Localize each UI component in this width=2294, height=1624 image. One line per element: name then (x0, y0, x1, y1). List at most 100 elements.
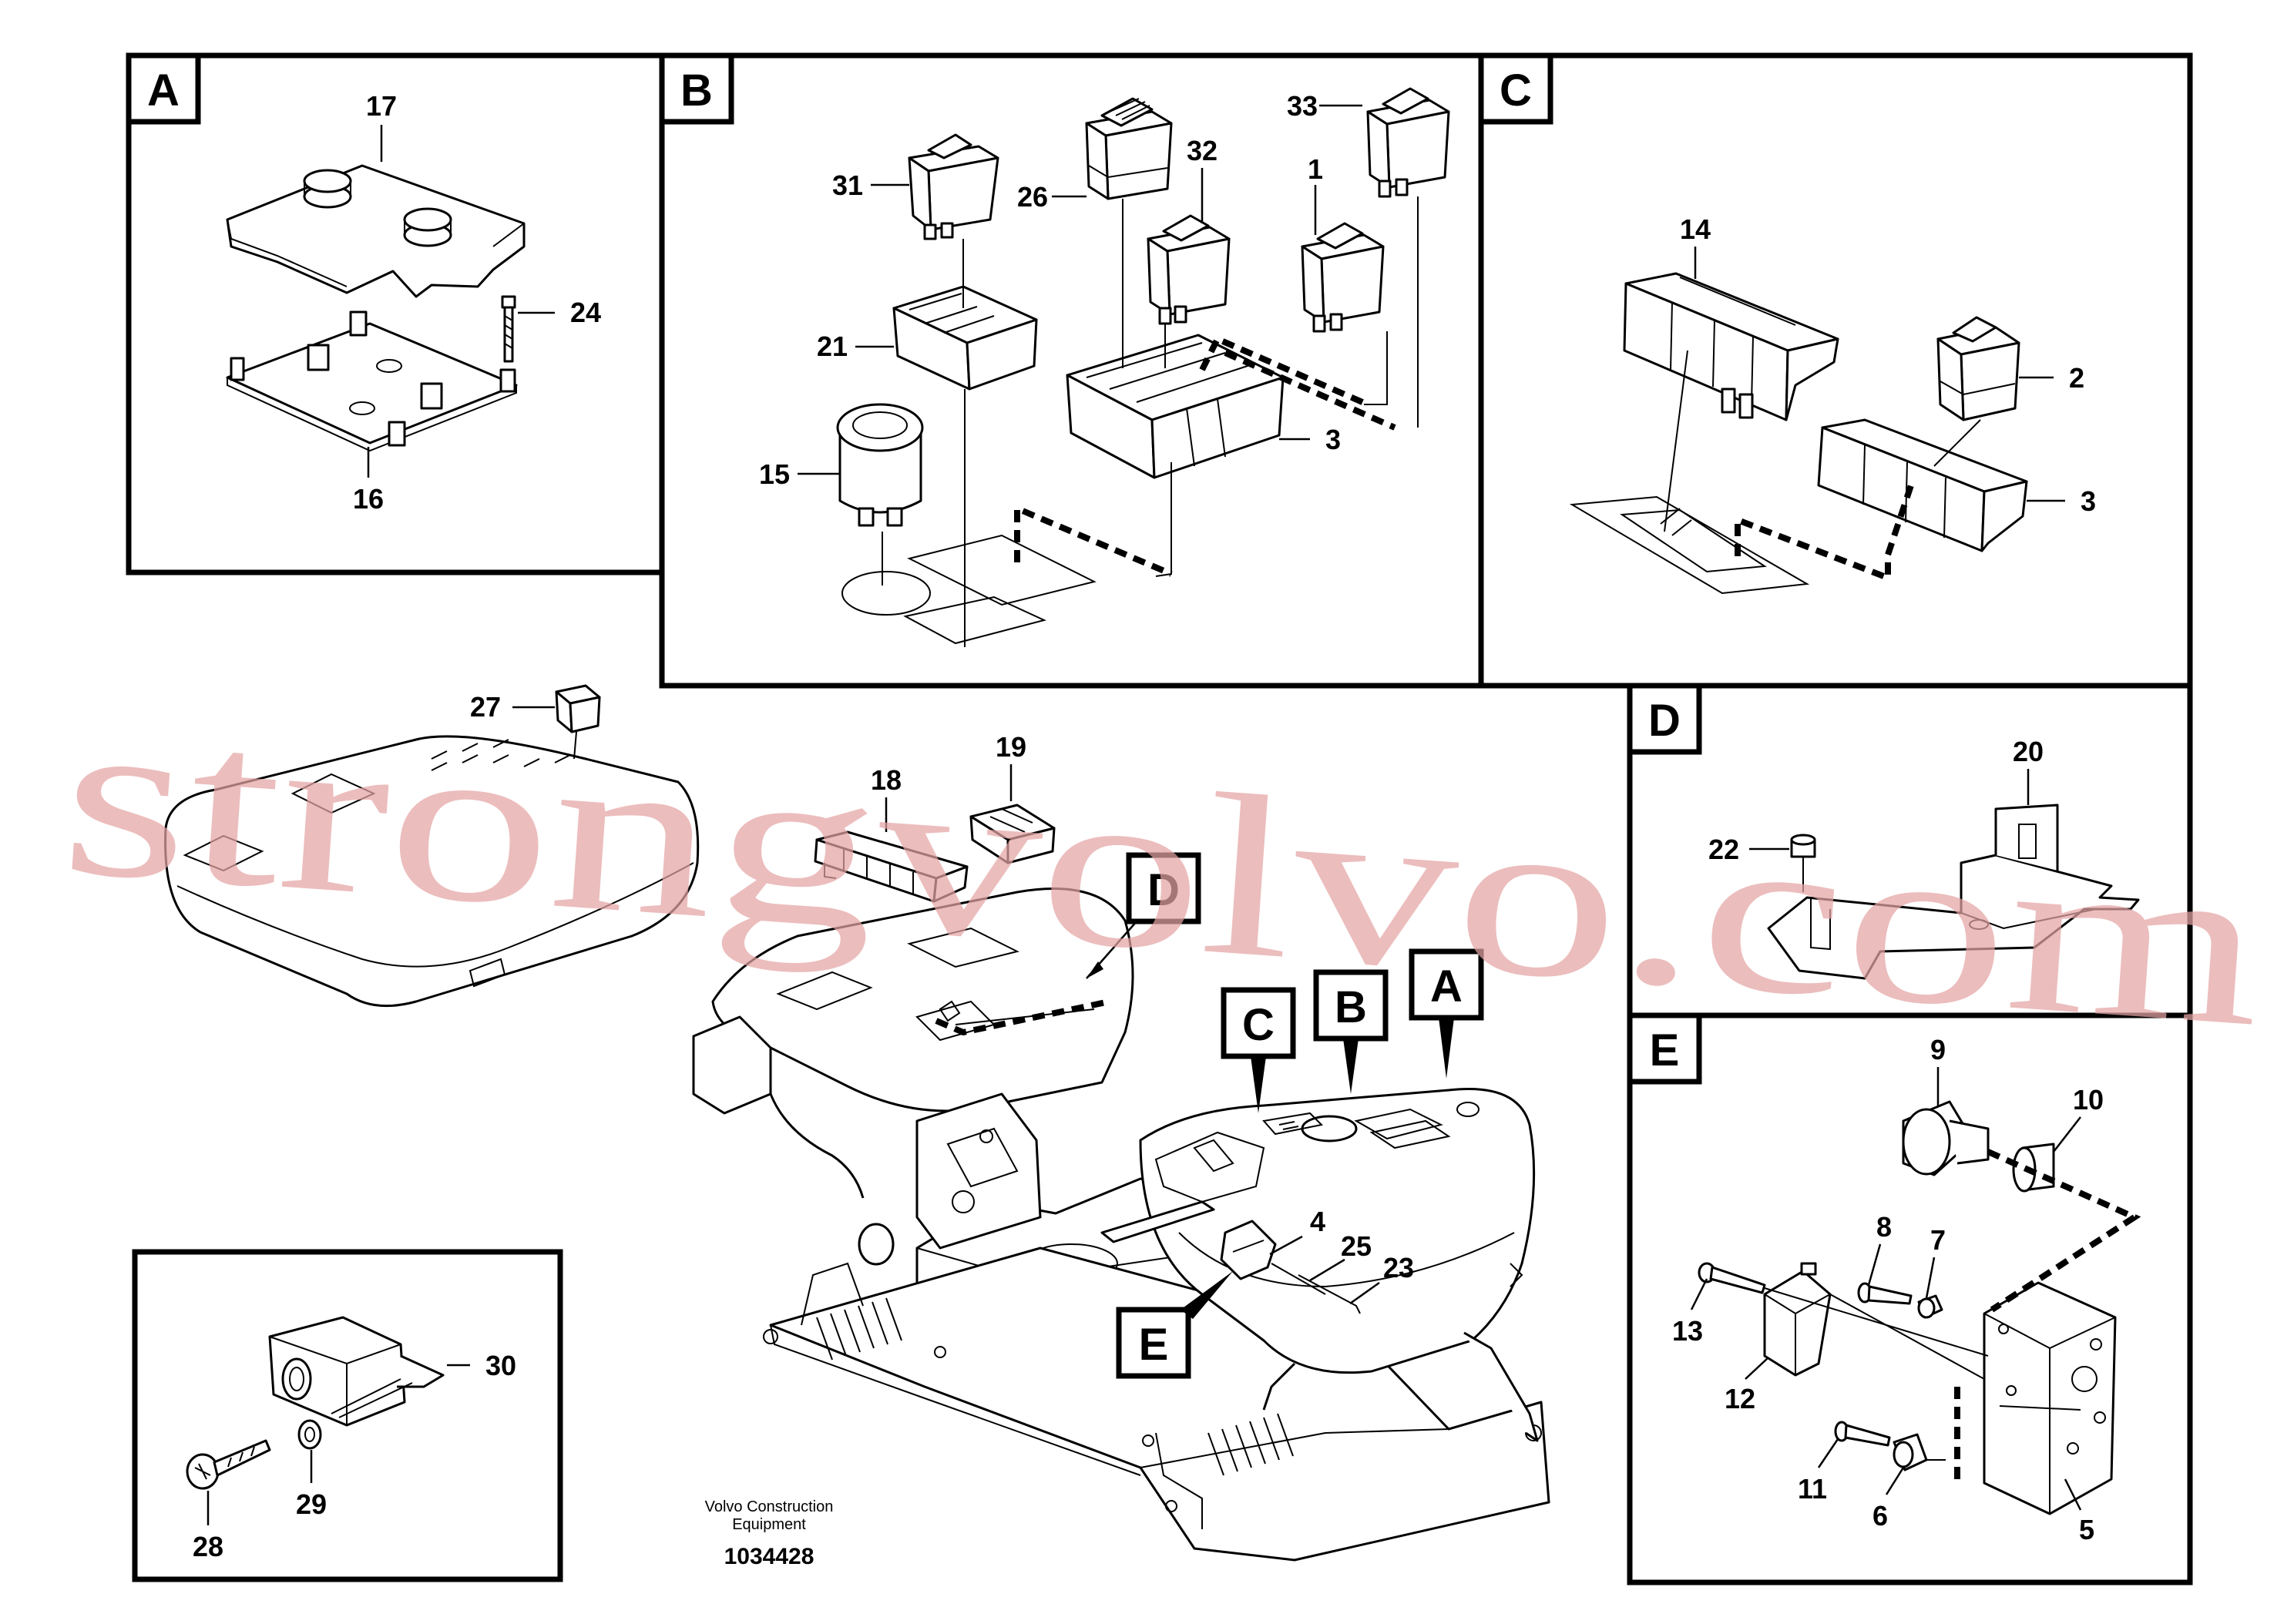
callout-32: 32 (1187, 135, 1218, 166)
switch-32 (1147, 214, 1231, 325)
callout-21: 21 (817, 331, 848, 362)
callout-7: 7 (1930, 1224, 1946, 1256)
bracket-12 (1763, 1262, 1832, 1377)
callout-8: 8 (1876, 1211, 1892, 1243)
left-console (164, 735, 700, 1008)
watermark-text: strongvolvo.com (55, 666, 2271, 1075)
switch-33 (1366, 87, 1450, 198)
svg-text:D: D (1147, 865, 1180, 915)
panel-b: B (659, 52, 1484, 689)
screw-24 (501, 295, 516, 363)
panel-f-frame (132, 1249, 563, 1582)
panel-14 (1623, 272, 1839, 421)
knob-10 (2012, 1143, 2055, 1193)
leader-5 (2064, 1478, 2082, 1511)
switch-27 (555, 684, 601, 733)
washer-29 (297, 1419, 322, 1450)
callout-17: 17 (366, 90, 397, 122)
callout-2: 2 (2069, 362, 2084, 394)
leader-25 (1309, 1258, 1345, 1282)
switch-1 (1301, 222, 1385, 333)
maker-line-1: Volvo Construction (705, 1498, 834, 1515)
panel-c-letter: C (1500, 65, 1532, 116)
footer: Volvo Construction Equipment 1034428 (705, 1498, 834, 1569)
callout-26: 26 (1017, 181, 1048, 213)
callout-14: 14 (1680, 213, 1711, 245)
callout-9: 9 (1930, 1034, 1946, 1065)
callout-30: 30 (485, 1350, 516, 1381)
panel-b-letter: B (680, 65, 713, 116)
housing-5 (1983, 1281, 2117, 1515)
panel-c-surface (1569, 350, 1981, 595)
panel-a-letter: A (147, 65, 180, 116)
switch-31 (908, 133, 999, 240)
leader-13 (1690, 1278, 1708, 1310)
panel-b-frame (659, 52, 1484, 689)
switch-2 (1936, 316, 2020, 421)
callout-3c: 3 (2081, 485, 2096, 517)
callout-20: 20 (2013, 736, 2044, 767)
bracket-20 (1767, 804, 2140, 980)
knob-9 (1902, 1100, 1990, 1176)
mount-4 (1100, 1200, 1361, 1314)
callout-33: 33 (1287, 90, 1318, 122)
callout-18: 18 (871, 764, 902, 796)
callout-13: 13 (1672, 1315, 1703, 1347)
leader-7 (1925, 1257, 1936, 1299)
frame-3c (1817, 418, 2028, 552)
callout-29: 29 (296, 1488, 327, 1520)
callout-11: 11 (1798, 1473, 1827, 1505)
callout-31: 31 (832, 169, 863, 201)
leader-23 (1349, 1281, 1380, 1305)
view-label-b: B (1313, 969, 1389, 1094)
panel-e-guides (1764, 1149, 2141, 1483)
leader-10 (2053, 1116, 2081, 1153)
callout-27: 27 (470, 691, 501, 723)
panel-f: 30 29 28 (132, 1249, 563, 1582)
view-label-e: E (1116, 1271, 1233, 1379)
spacer-7 (1917, 1294, 1943, 1319)
callout-10: 10 (2073, 1084, 2104, 1116)
center-left-console (692, 887, 1134, 1266)
callout-1: 1 (1308, 153, 1323, 185)
main-assembly: 27 18 19 (164, 684, 1550, 1562)
svg-text:B: B (1335, 982, 1367, 1032)
document-number: 1034428 (724, 1544, 814, 1569)
screw-22 (1790, 834, 1816, 892)
screw-11 (1834, 1421, 1891, 1447)
maker-line-2: Equipment (732, 1516, 806, 1533)
screw-8 (1857, 1282, 1913, 1305)
callout-3b: 3 (1325, 424, 1341, 455)
panel-19 (969, 804, 1056, 864)
base-plate-part (226, 310, 518, 452)
leader-27-drop (573, 731, 577, 760)
callout-25: 25 (1341, 1230, 1372, 1262)
panel-18 (814, 830, 969, 903)
svg-text:C: C (1242, 1000, 1275, 1050)
panel-b-surface (841, 534, 1097, 645)
callout-24: 24 (570, 297, 601, 328)
panel-b-tab (659, 52, 734, 125)
view-label-a: A (1409, 948, 1484, 1079)
leader-6 (1885, 1467, 1905, 1495)
view-label-d: D (1086, 852, 1201, 979)
callout-23: 23 (1383, 1252, 1414, 1283)
callout-15: 15 (759, 458, 790, 490)
callout-22: 22 (1708, 834, 1739, 865)
panel-c: C 1 (1478, 52, 2193, 689)
leader-8 (1867, 1243, 1882, 1286)
callout-16: 16 (353, 483, 384, 515)
panel-c-tab (1478, 52, 1553, 125)
leader-11 (1817, 1438, 1839, 1468)
panel-e-frame (1627, 1012, 2193, 1585)
cover-part (226, 164, 526, 298)
screw-28 (186, 1439, 271, 1490)
panel-e: E (1627, 1012, 2193, 1585)
panel-b-guides (882, 196, 1419, 647)
leader-4 (1269, 1235, 1303, 1256)
screw-13 (1698, 1262, 1766, 1294)
callout-4: 4 (1310, 1206, 1325, 1237)
panel-d-tab (1627, 683, 1702, 755)
callout-12: 12 (1725, 1383, 1755, 1414)
